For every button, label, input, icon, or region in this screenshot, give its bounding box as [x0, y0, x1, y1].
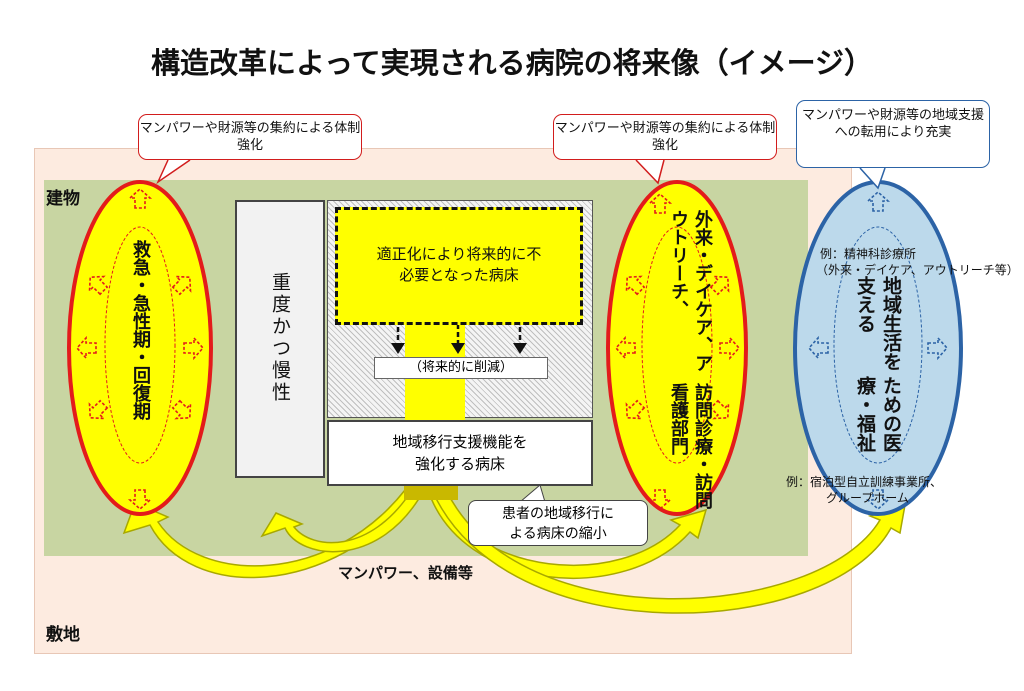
outpatient-label: 外来・デイケア、アウトリーチ、 訪問診療・訪問看護部門 [666, 210, 714, 510]
example-top-line2: （外来・デイケア、アウトリーチ等） [816, 263, 1019, 277]
community-label-col2: ための医療・福祉 [854, 376, 902, 452]
outpatient-label-col1: 外来・デイケア、アウトリーチ、 [668, 210, 713, 372]
outpatient-ellipse [606, 180, 748, 516]
community-label-col1: 地域生活を支える [854, 276, 902, 371]
bed-reduction-line2: よる病床の縮小 [509, 526, 607, 542]
callout-middle-tail [635, 159, 665, 185]
unnecessary-beds-box: 適正化により将来的に不 必要となった病床 [335, 207, 583, 325]
unnecessary-beds-line1: 適正化により将来的に不 [376, 245, 542, 263]
flow-stem [404, 486, 458, 500]
unnecessary-beds-line2: 必要となった病床 [399, 266, 519, 284]
transition-support-line1: 地域移行支援機能を [392, 433, 528, 451]
callout-right-tail [859, 167, 886, 190]
bed-reduction-callout: 患者の地域移行に よる病床の縮小 [468, 500, 648, 546]
site-label: 敷地 [46, 625, 80, 645]
resources-label: マンパワー、設備等 [338, 564, 473, 582]
page-title: 構造改革によって実現される病院の将来像（イメージ） [150, 46, 874, 80]
community-label: 地域生活を支える ための医療・福祉 [852, 276, 904, 476]
callout-right: マンパワーや財源等の地域支援への転用により充実 [796, 100, 990, 168]
chronic-beds-label: 重度かつ慢性 [269, 272, 291, 404]
example-top-line1: 例：精神科診療所 [820, 247, 917, 261]
acute-care-ellipse [67, 180, 213, 516]
outpatient-label-col2: 訪問診療・訪問看護部門 [668, 383, 713, 510]
example-bottom: 例：宿泊型自立訓練事業所、 グループホーム [786, 474, 1006, 506]
building-label: 建物 [46, 189, 80, 209]
example-top: 例：精神科診療所 （外来・デイケア、アウトリーチ等） [816, 246, 1019, 278]
callout-middle: マンパワーや財源等の集約による体制強化 [553, 114, 777, 160]
future-reduction-label: （将来的に削減） [374, 357, 548, 379]
example-bottom-line2: グループホーム [826, 491, 909, 505]
acute-care-label: 救急・急性期・回復期 [130, 240, 151, 420]
example-bottom-line1: 例：宿泊型自立訓練事業所、 [786, 475, 943, 489]
chronic-beds-box: 重度かつ慢性 [235, 200, 325, 478]
transition-support-line2: 強化する病床 [414, 455, 505, 473]
callout-left: マンパワーや財源等の集約による体制強化 [138, 114, 362, 160]
bed-reduction-line1: 患者の地域移行に [502, 506, 614, 522]
callout-left-tail [156, 159, 191, 185]
transition-support-beds-box: 地域移行支援機能を 強化する病床 [327, 420, 593, 486]
